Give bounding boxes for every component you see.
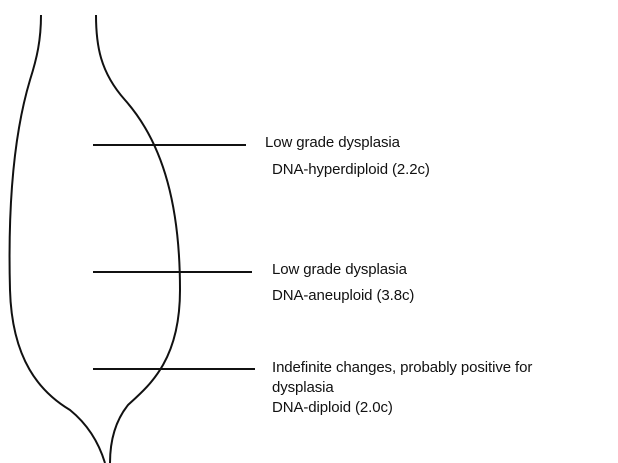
annotation-2-grade: Low grade dysplasia	[272, 260, 407, 280]
organ-right-wall	[96, 15, 180, 463]
annotation-1-dna: DNA-hyperdiploid (2.2c)	[272, 160, 430, 180]
annotation-2-dna: DNA-aneuploid (3.8c)	[272, 286, 414, 306]
annotation-1-grade: Low grade dysplasia	[265, 133, 400, 153]
annotation-3-grade-line2: dysplasia	[272, 378, 334, 398]
organ-left-wall	[10, 15, 105, 463]
annotation-3-dna: DNA-diploid (2.0c)	[272, 398, 393, 418]
annotation-3-grade-line1: Indefinite changes, probably positive fo…	[272, 358, 532, 378]
